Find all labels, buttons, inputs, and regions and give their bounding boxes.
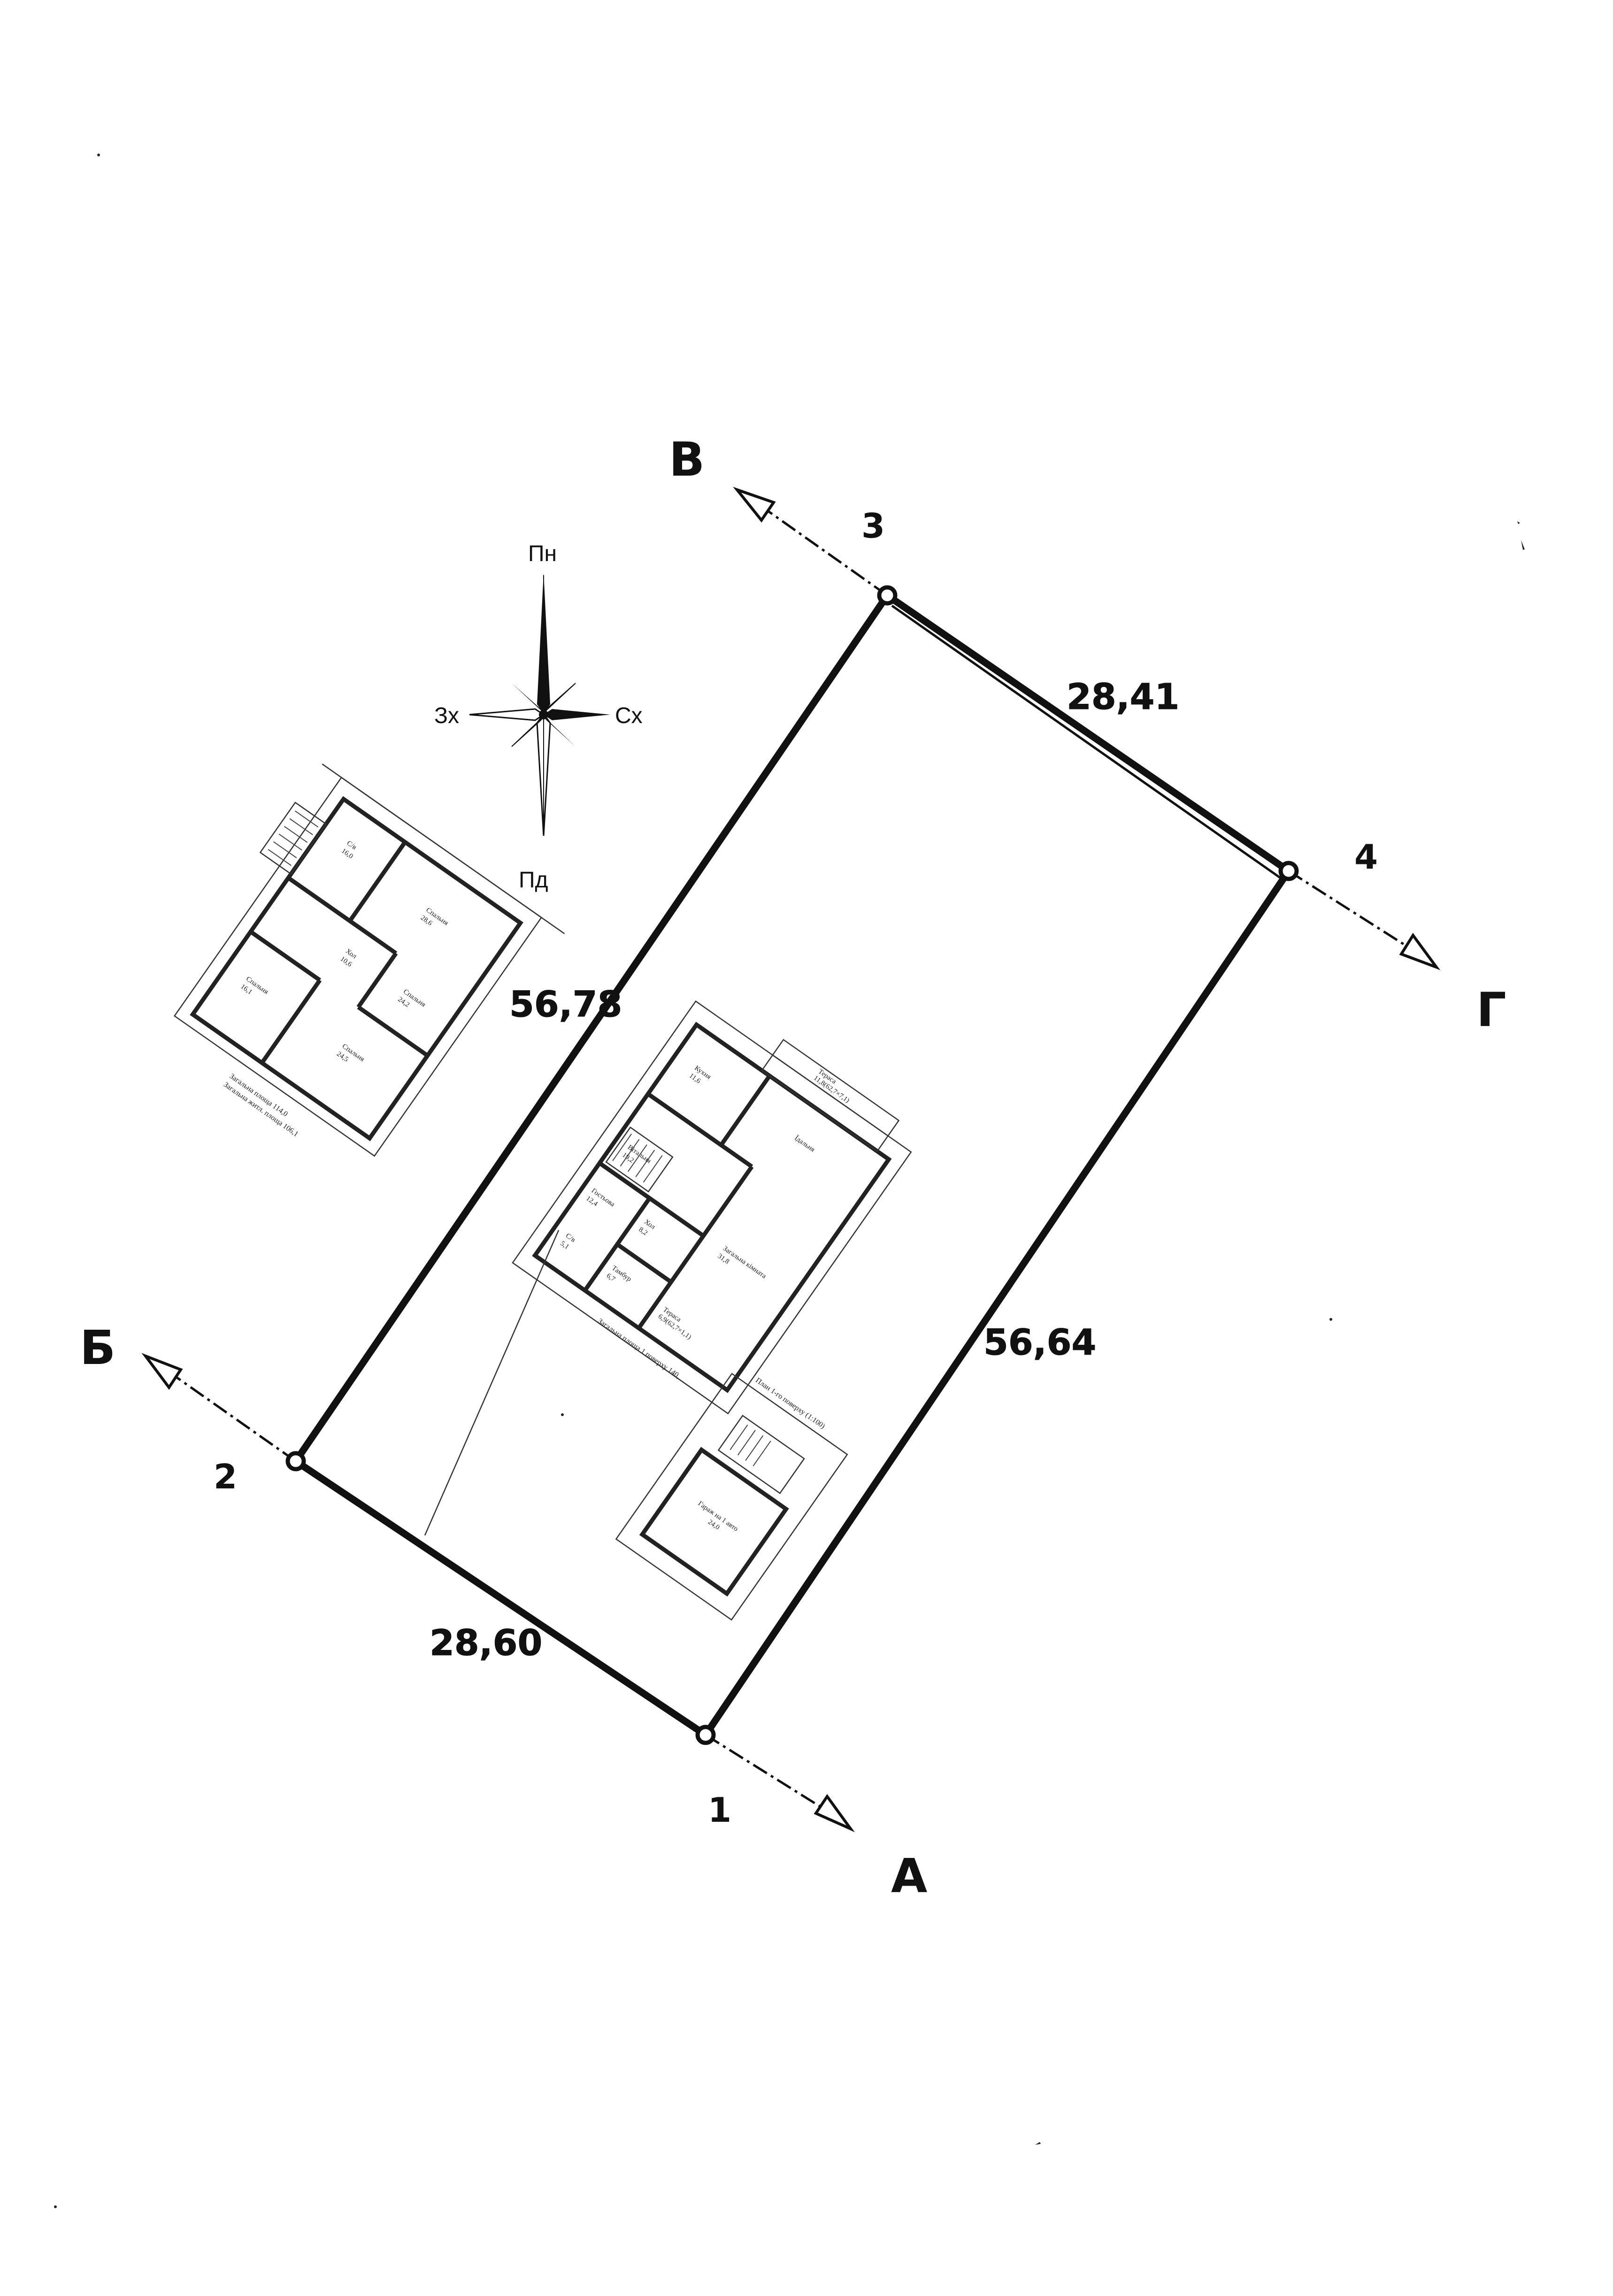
dimension-side-1-2: 28,60	[430, 1622, 542, 1664]
dimension-side-4-1: 56,64	[983, 1321, 1096, 1363]
point-number-2: 2	[214, 1457, 237, 1496]
garage-title: План 1-го поверху (1:100)	[754, 1376, 826, 1430]
f2-caption-2: Загальна житл. площа 106,1	[222, 1080, 300, 1138]
garage-plan: План 1-го поверху (1:100) Гараж на 1 авт…	[615, 1372, 848, 1621]
arrowhead-a	[814, 1794, 855, 1833]
compass-east: Сх	[615, 703, 643, 728]
point-number-3: 3	[861, 506, 885, 546]
letter-b: Б	[80, 1320, 115, 1375]
dimension-side-2-3: 56,78	[509, 983, 622, 1025]
letter-a: А	[891, 1849, 927, 1903]
scan-specks	[54, 154, 1525, 2208]
point-number-4: 4	[1354, 837, 1378, 877]
compass-west: Зх	[434, 703, 459, 728]
compass-south: Пд	[519, 868, 548, 893]
floor2-plan: С/в 16,0 Спальня 28,6 Хол 10,6 Спальня 2…	[173, 763, 565, 1157]
vertex-4	[1278, 861, 1299, 881]
vertex-1	[695, 1725, 716, 1745]
f1-room-9-area: 6,7	[605, 1272, 617, 1283]
reference-line	[424, 1230, 560, 1536]
parcel-boundary	[292, 592, 1292, 1739]
compass-rose: Пн Пд Зх Сх	[434, 541, 643, 893]
arrowhead-g	[1399, 932, 1441, 971]
extension-line-a	[705, 1734, 834, 1816]
vertex-2	[285, 1451, 306, 1472]
letter-v: В	[669, 432, 705, 487]
extension-line-v	[755, 501, 888, 597]
extension-line-b	[163, 1367, 297, 1463]
boundary-vertices	[285, 585, 1299, 1745]
arrowhead-v	[733, 486, 776, 523]
vertex-3	[877, 585, 898, 606]
boundary-extensions	[141, 486, 1441, 1833]
f1-room-8-area: 5,1	[559, 1240, 570, 1251]
f1-room-7-area: 8,2	[638, 1226, 649, 1237]
arrowhead-b	[141, 1353, 183, 1390]
point-number-1: 1	[708, 1790, 731, 1830]
compass-north: Пн	[528, 541, 557, 566]
dimension-side-3-4: 28,41	[1067, 676, 1179, 717]
letter-g: Г	[1476, 982, 1506, 1037]
extension-line-g	[1288, 870, 1419, 955]
f1-room-3-name: Їдальня	[793, 1134, 816, 1154]
